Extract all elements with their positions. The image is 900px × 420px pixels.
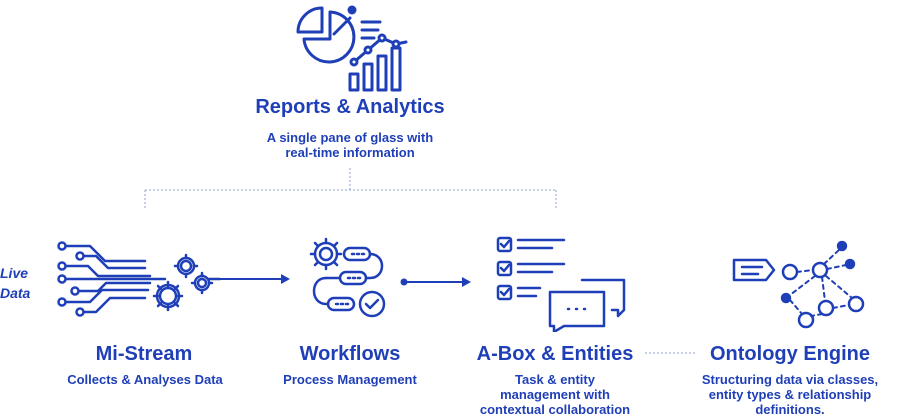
node-title-mi-stream: Mi-Stream [95, 343, 193, 365]
live-data-line1: Live [0, 265, 29, 281]
ontology-graph-icon [730, 236, 870, 331]
node-desc-ontology-line1: Structuring data via classes, [701, 372, 879, 387]
node-title-workflows: Workflows [299, 343, 401, 365]
live-data-line2: Data [0, 285, 31, 301]
node-desc-workflows-line1: Process Management [283, 372, 417, 387]
node-title-ontology: Ontology Engine [710, 343, 870, 365]
top-title: Reports & Analytics [255, 96, 445, 118]
reports-analytics-icon [292, 4, 412, 94]
node-desc-ontology-line3: definitions. [755, 402, 825, 417]
node-desc-a-box: Task & entity management with contextual… [455, 372, 655, 417]
node-desc-ontology-line2: entity types & relationship [708, 387, 872, 402]
node-desc-mi-stream-line1: Collects & Analyses Data [67, 372, 223, 387]
checklist-chat-icon [492, 232, 632, 332]
node-desc-a-box-line1: Task & entity [515, 372, 595, 387]
arrow-head-2 [462, 277, 471, 287]
workflow-gears-icon [300, 232, 395, 327]
node-desc-ontology: Structuring data via classes, entity typ… [680, 372, 900, 417]
live-data-label: Live Data [0, 263, 30, 303]
arrow-head-1 [281, 274, 290, 284]
top-subtitle-line1: A single pane of glass with [266, 130, 434, 145]
data-stream-gears-icon [50, 236, 225, 326]
top-subtitle: A single pane of glass with real-time in… [200, 130, 500, 160]
node-desc-mi-stream: Collects & Analyses Data [30, 372, 260, 387]
node-desc-a-box-line2: management with [500, 387, 610, 402]
top-subtitle-line2: real-time information [285, 145, 415, 160]
node-title-a-box: A-Box & Entities [476, 343, 634, 365]
node-desc-workflows: Process Management [250, 372, 450, 387]
node-desc-a-box-line3: contextual collaboration [479, 402, 631, 417]
